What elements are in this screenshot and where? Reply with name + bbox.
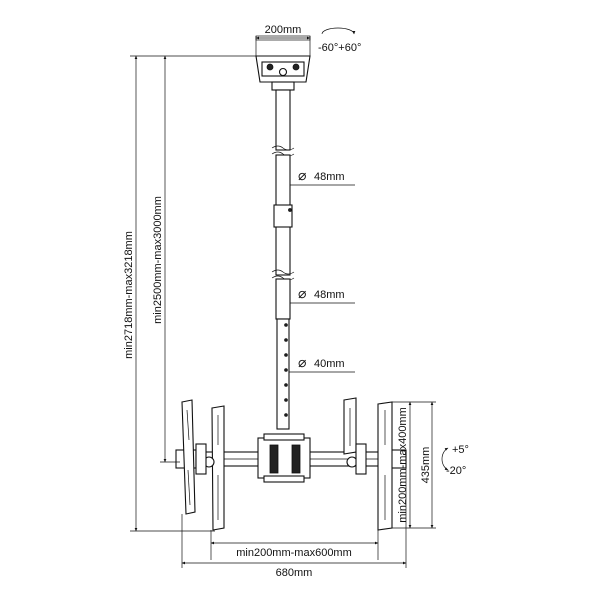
diameter-callout-3: ⌀ 40mm [289,354,355,373]
swivel-label: -60°+60° [318,42,361,54]
plate-width-label: 200mm [265,24,302,36]
vesa-horizontal-dimension: min200mm-max600mm [210,530,379,560]
total-height-dimension: min2718mm-max3218mm [123,55,256,532]
diameter-label-2: 48mm [314,289,345,301]
bracket-height-label: 435mm [420,447,432,484]
vesa-vertical-label: min200mm-max400mm [397,407,409,523]
diameter-label-3: 40mm [314,358,345,370]
diameter-symbol-3: ⌀ [298,354,306,370]
swivel-indicator: -60°+60° [318,27,361,54]
diameter-callout-1: ⌀ 48mm [290,167,355,186]
vesa-horizontal-label: min200mm-max600mm [236,547,352,559]
diameter-symbol-2: ⌀ [298,285,306,301]
bracket-height-dimension: 435mm [416,401,436,529]
ceiling-plate [255,35,311,91]
pole-length-label: min2500mm-max3000mm [152,196,164,324]
diameter-symbol-1: ⌀ [298,167,306,183]
telescopic-pole [271,89,295,430]
total-height-label: min2718mm-max3218mm [123,231,135,359]
diameter-callout-2: ⌀ 48mm [290,285,355,304]
total-width-dimension: 680mm [181,468,407,579]
diameter-label-1: 48mm [314,171,345,183]
total-width-label: 680mm [276,567,313,579]
tv-bracket-assembly [175,397,407,531]
pole-length-dimension: min2500mm-max3000mm [152,55,180,463]
plate-width-dimension: 200mm [255,24,311,40]
tilt-indicator: +5° -20° [441,444,469,477]
tilt-down-label: -20° [446,465,466,477]
tilt-up-label: +5° [452,444,469,456]
